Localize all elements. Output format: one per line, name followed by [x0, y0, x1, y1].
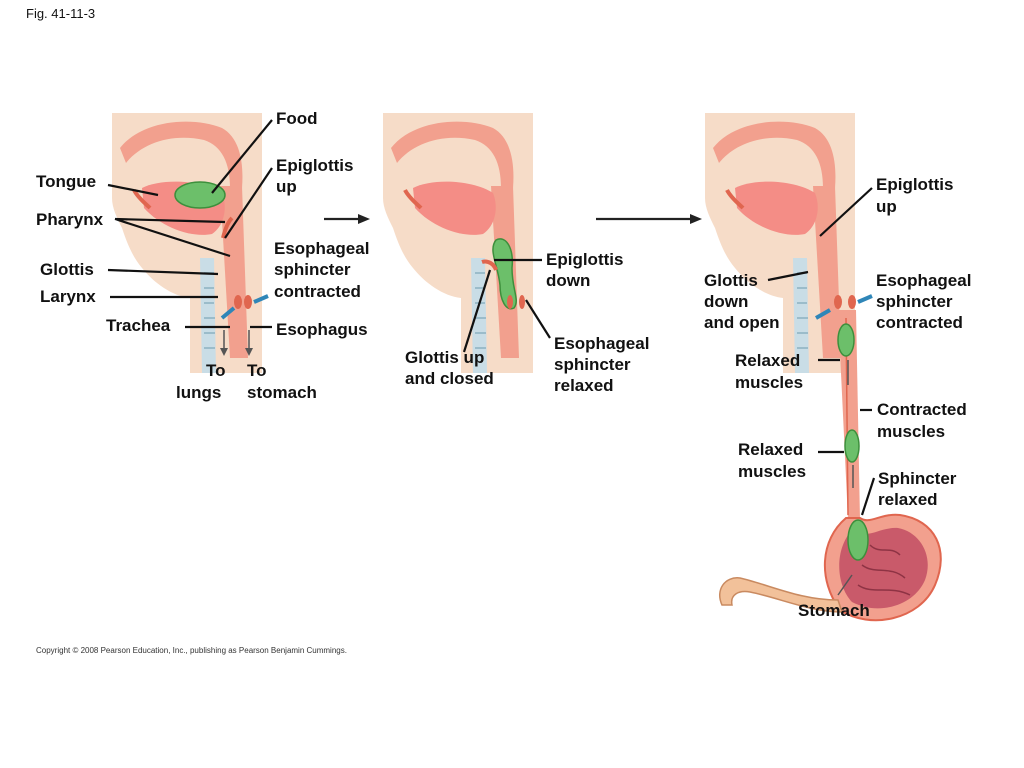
label-epiglottis-up-3a: Epiglottis — [876, 175, 953, 194]
leader-pharynx — [114, 217, 231, 258]
food-bolus-3a — [837, 323, 855, 357]
label-tongue: Tongue — [36, 172, 96, 191]
label-relaxed-a1: Relaxed — [735, 351, 800, 370]
label-esophagus: Esophagus — [276, 320, 368, 339]
label-epiglottis-down-b: down — [546, 271, 590, 290]
panel-2: Epiglottis down Glottis up and closed Es… — [381, 111, 649, 395]
label-pharynx: Pharynx — [36, 210, 104, 229]
arrow-to-stomach-head — [245, 348, 253, 356]
head-illustration-2 — [381, 111, 535, 375]
head-illustration-3 — [703, 111, 857, 375]
label-sphincter-1b: sphincter — [274, 260, 351, 279]
leader-tongue — [107, 183, 159, 197]
label-sphincter-2a: Esophageal — [554, 334, 649, 353]
label-sphincter-1c: contracted — [274, 282, 361, 301]
leader-epiglottis-up-1 — [224, 167, 273, 239]
label-glottis-3a: Glottis — [704, 271, 758, 290]
label-sphincter-2c: relaxed — [554, 376, 614, 395]
blue-arrow-1a — [220, 306, 236, 320]
label-relaxed-b2: muscles — [738, 462, 806, 481]
label-sphincter-3c: contracted — [876, 313, 963, 332]
leader-epiglottis-up-3 — [819, 187, 873, 237]
label-relaxed-a2: muscles — [735, 373, 803, 392]
label-epiglottis-down-a: Epiglottis — [546, 250, 623, 269]
sphincter-right-2 — [519, 295, 525, 309]
epiglottis-1 — [221, 216, 234, 239]
arrow-to-lungs-head — [220, 348, 228, 356]
motion-arrow-c — [837, 574, 853, 596]
sphincter-left-3 — [834, 295, 842, 309]
label-larynx: Larynx — [40, 287, 96, 306]
blue-arrow-3b — [857, 294, 873, 304]
label-contracted-1: Contracted — [877, 400, 967, 419]
figure-label: Fig. 41-11-3 — [26, 6, 95, 21]
food-bolus-1 — [174, 181, 226, 209]
epiglottis-2 — [481, 259, 498, 271]
leader-glottis-3 — [767, 270, 809, 282]
label-glottis-3b: down — [704, 292, 748, 311]
label-to-stomach-b: stomach — [247, 383, 317, 402]
label-to-lungs-a: To — [206, 361, 226, 380]
label-contracted-2: muscles — [877, 422, 945, 441]
label-to-stomach-a: To — [247, 361, 267, 380]
leader-food — [211, 119, 273, 194]
panel-3: Epiglottis up Glottis down and open Esop… — [703, 111, 971, 622]
label-epiglottis-up-1b: up — [276, 177, 297, 196]
label-sphincter-3b: sphincter — [876, 292, 953, 311]
label-sphincter-2b: sphincter — [554, 355, 631, 374]
label-relaxed-b1: Relaxed — [738, 440, 803, 459]
copyright-text: Copyright © 2008 Pearson Education, Inc.… — [36, 646, 347, 655]
arrow-step-2-head — [690, 214, 702, 224]
label-sphincter-relaxed-2: relaxed — [878, 490, 938, 509]
duodenum — [719, 577, 844, 613]
label-stomach: Stomach — [798, 601, 870, 620]
food-bolus-3c — [847, 519, 869, 561]
esophagus-tube — [838, 310, 860, 520]
label-epiglottis-up-1a: Epiglottis — [276, 156, 353, 175]
label-glottis-up-b: and closed — [405, 369, 494, 388]
label-trachea: Trachea — [106, 316, 171, 335]
sphincter-left-1 — [234, 295, 242, 309]
leader-glottis-up — [462, 269, 492, 353]
sphincter-right-3 — [848, 295, 856, 309]
blue-arrow-1b — [253, 294, 269, 304]
label-glottis-1: Glottis — [40, 260, 94, 279]
leader-sphincter-relaxed — [525, 299, 551, 339]
label-to-lungs-b: lungs — [176, 383, 221, 402]
food-bolus-3b — [844, 429, 860, 463]
label-sphincter-3a: Esophageal — [876, 271, 971, 290]
blue-arrow-3a — [815, 308, 831, 320]
label-epiglottis-up-3b: up — [876, 197, 897, 216]
panel-1: Food Epiglottis up Tongue Pharynx Glotti… — [36, 109, 369, 402]
leader-sphincter-relaxed — [860, 477, 876, 516]
label-sphincter-1a: Esophageal — [274, 239, 369, 258]
leader-glottis — [107, 268, 219, 276]
arrow-step-1-head — [358, 214, 370, 224]
label-glottis-3c: and open — [704, 313, 780, 332]
stomach-folds — [857, 544, 911, 596]
label-glottis-up-a: Glottis up — [405, 348, 484, 367]
label-food: Food — [276, 109, 318, 128]
sphincter-right-1 — [244, 295, 252, 309]
sphincter-left-2 — [507, 295, 513, 309]
label-sphincter-relaxed-1: Sphincter — [878, 469, 957, 488]
